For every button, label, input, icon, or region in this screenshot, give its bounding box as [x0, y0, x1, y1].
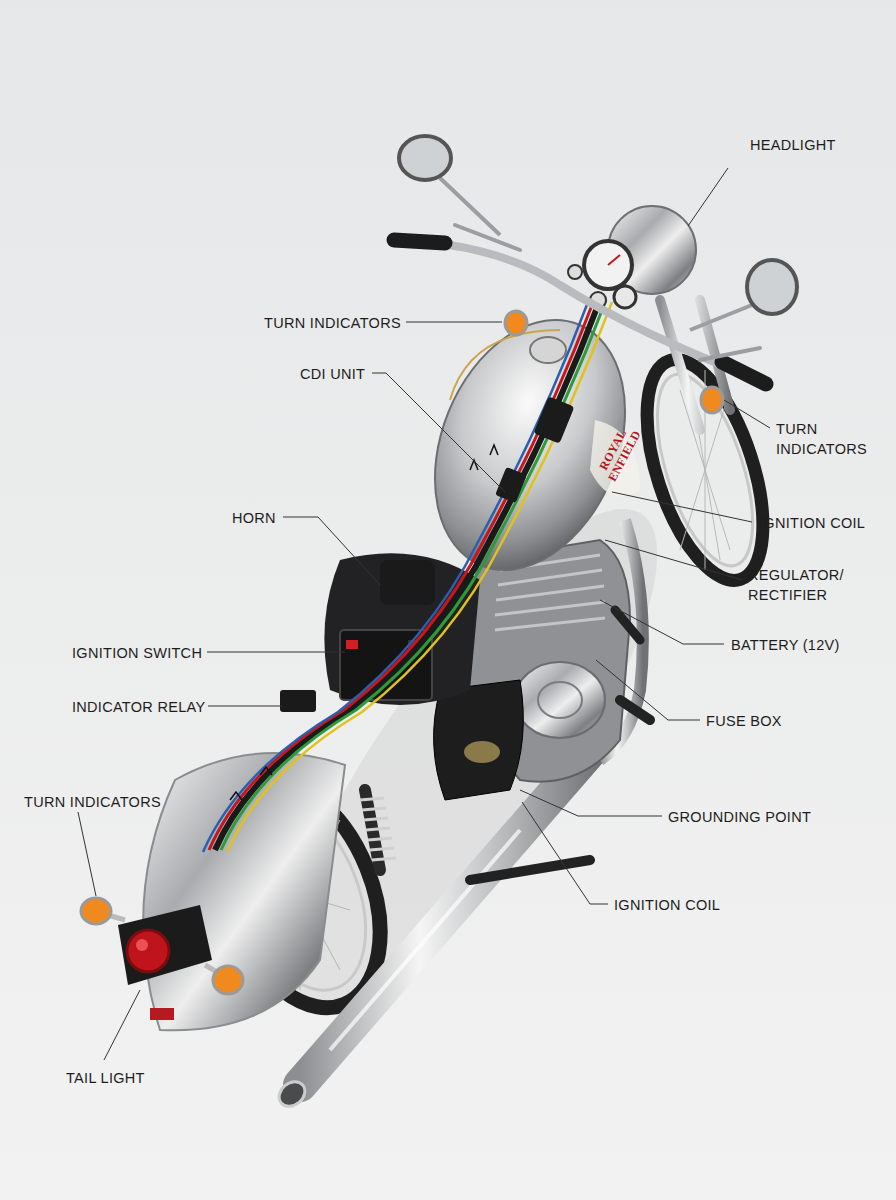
part-label: BATTERY (12V) [731, 635, 840, 655]
tail-light [127, 930, 169, 972]
reflector [150, 1008, 174, 1020]
footpegs [470, 700, 650, 880]
exhaust-tip [274, 1077, 310, 1112]
leader-line [612, 492, 752, 522]
part-label: IGNITION COIL [614, 895, 720, 915]
front-rim [638, 363, 772, 577]
part-label: TAIL LIGHT [66, 1068, 145, 1088]
warning-lamp [568, 265, 582, 279]
part-label: HEADLIGHT [750, 135, 836, 155]
clutch-lever [455, 225, 520, 250]
brand-text: ROYAL ENFIELD [593, 420, 645, 487]
left-mirror [399, 136, 451, 180]
leader-line [207, 652, 345, 653]
part-label: IGNITION SWITCH [72, 643, 202, 663]
leader-line [104, 990, 140, 1060]
leader-line [406, 322, 502, 323]
mirror-stem [440, 178, 500, 235]
mirror-stem [690, 305, 752, 330]
exhaust-highlight [330, 830, 520, 1050]
wire-arrows [230, 767, 272, 800]
leader-line [283, 517, 380, 585]
leader-line [208, 706, 282, 707]
engine-cover [515, 662, 605, 738]
part-label: IGNITION COIL [759, 513, 865, 533]
fuel-cap [530, 337, 566, 363]
left-grip [394, 240, 445, 243]
part-label: TURN INDICATORS [776, 419, 886, 459]
side-badge [464, 741, 500, 763]
rear-indicator-right [213, 966, 243, 994]
horn [380, 560, 435, 605]
seat-frame [324, 553, 480, 705]
cdi-unit [534, 396, 575, 444]
part-label: CDI UNIT [300, 364, 365, 384]
wire-red [209, 300, 594, 850]
right-grip [722, 362, 766, 384]
part-label: REGULATOR/ RECTIFIER [748, 565, 858, 605]
leader-lines [78, 168, 770, 1060]
ignition-coil [495, 467, 527, 503]
wire-blue [203, 302, 588, 852]
rear-indicator-left [81, 898, 111, 924]
part-label: GROUNDING POINT [668, 807, 811, 827]
gauge [614, 286, 636, 308]
part-label: TURN INDICATORS [264, 313, 401, 333]
leader-line [600, 600, 724, 644]
wire-arrows [470, 445, 498, 470]
leader-line [724, 400, 770, 428]
cover-ring [538, 682, 582, 718]
speedo-needle [608, 255, 620, 265]
front-tire [624, 346, 786, 594]
part-label: INDICATOR RELAY [72, 697, 205, 717]
speedometer [584, 241, 632, 289]
leader-line [520, 790, 662, 816]
battery-terminal [346, 640, 358, 649]
leader-line [605, 540, 742, 580]
shock-spring [360, 798, 396, 860]
leader-line [522, 802, 608, 904]
engine-block [464, 540, 630, 782]
part-label: HORN [232, 508, 276, 528]
right-mirror [747, 260, 797, 314]
leader-line [596, 660, 700, 720]
handlebar [400, 240, 760, 380]
wire-green [221, 300, 606, 850]
wire-black [215, 300, 600, 850]
brake-lever [700, 348, 760, 360]
leader-line [372, 373, 505, 492]
leader-line [688, 168, 728, 226]
tail-light-shine [136, 939, 148, 951]
front-indicator-left [505, 311, 527, 335]
tail-box [118, 905, 212, 985]
part-label: TURN INDICATORS [24, 792, 161, 812]
fuel-tank [400, 292, 661, 599]
front-indicator-right [701, 387, 723, 413]
leader-line [78, 812, 96, 896]
indicator-relay [280, 690, 316, 712]
part-label: FUSE BOX [706, 711, 782, 731]
